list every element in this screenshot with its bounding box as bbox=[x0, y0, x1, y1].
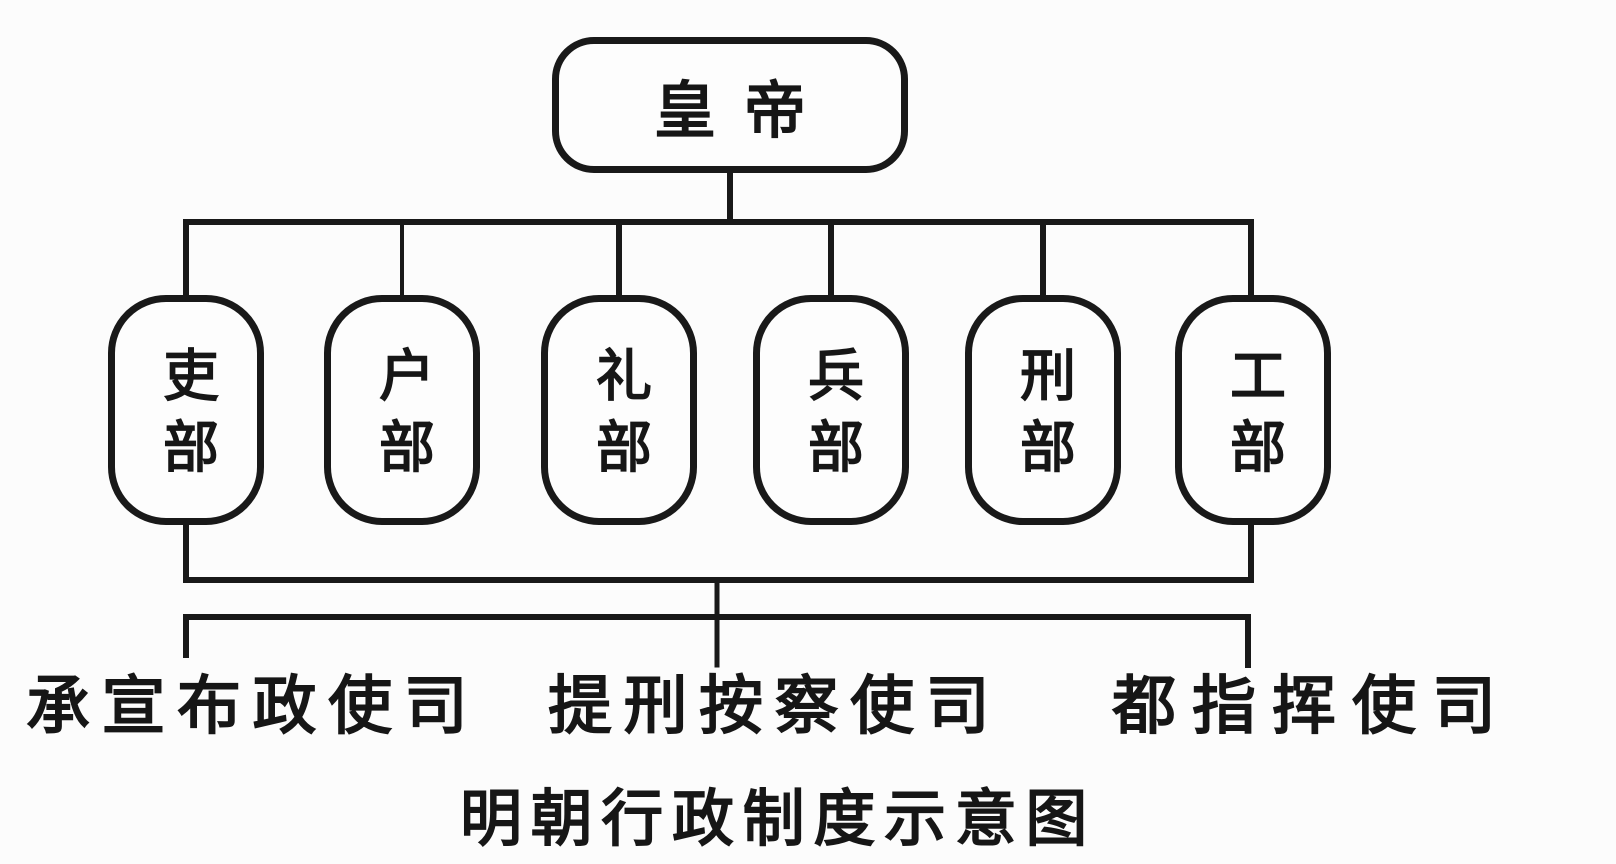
ministry-label: 工部 bbox=[1220, 346, 1286, 490]
ministry-node-revenue: 户部 bbox=[324, 295, 480, 525]
ministry-node-justice: 刑部 bbox=[965, 295, 1121, 525]
commission-label-administration: 承宣布政使司 bbox=[26, 670, 480, 744]
ministry-node-works: 工部 bbox=[1175, 295, 1331, 525]
emperor-label: 皇帝 bbox=[654, 74, 834, 147]
ministry-label: 礼部 bbox=[586, 346, 652, 490]
commission-label-surveillance: 提刑按察使司 bbox=[548, 670, 1002, 744]
ministry-label: 吏部 bbox=[153, 346, 219, 490]
ministry-node-war: 兵部 bbox=[753, 295, 909, 525]
emperor-node: 皇帝 bbox=[552, 37, 908, 173]
ministry-label: 户部 bbox=[369, 346, 435, 490]
commission-label-military: 都指挥使司 bbox=[1112, 670, 1512, 744]
ministry-node-rites: 礼部 bbox=[541, 295, 697, 525]
ministry-node-personnel: 吏部 bbox=[108, 295, 264, 525]
ministry-label: 兵部 bbox=[798, 346, 864, 490]
collector-line-b bbox=[183, 614, 1251, 668]
ministry-label: 刑部 bbox=[1010, 346, 1076, 490]
diagram-caption: 明朝行政制度示意图 bbox=[459, 782, 1097, 855]
